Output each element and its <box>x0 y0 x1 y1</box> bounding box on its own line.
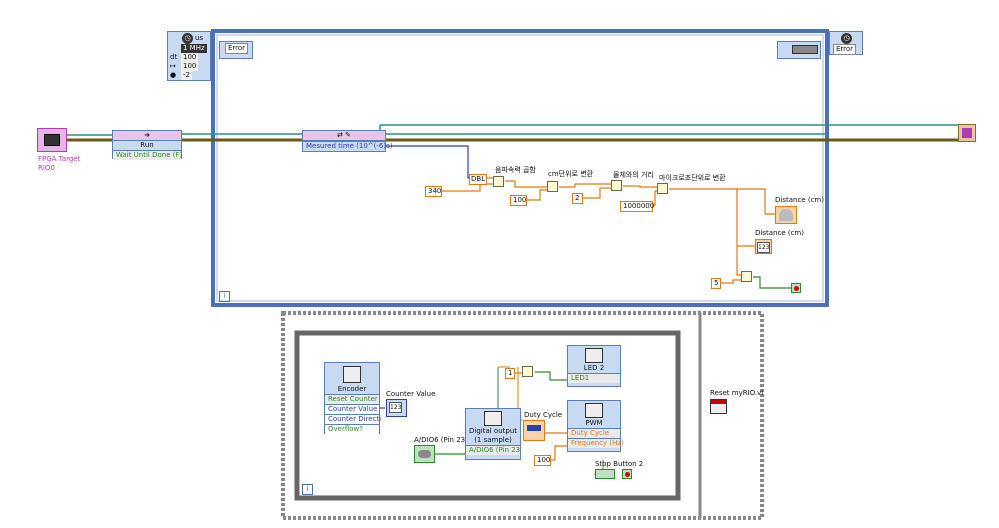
timed-loop-output[interactable]: ◷ Error <box>829 31 863 55</box>
speed-constant[interactable]: 340 <box>425 186 442 197</box>
run-arrow-icon: ➜ <box>113 131 181 141</box>
distance-gauge-label: Distance (cm) <box>775 196 824 204</box>
inner-iteration-terminal: i <box>302 484 313 495</box>
pin23-input[interactable]: A/DIO6 (Pin 23 <box>466 445 520 455</box>
inner-stop-terminal[interactable] <box>622 469 632 479</box>
period-unit: us <box>195 34 204 42</box>
less-than-comparator[interactable] <box>741 271 752 282</box>
distance-indicator-label: Distance (cm) <box>755 229 804 237</box>
stop-button-control[interactable] <box>595 469 615 479</box>
timing-source: 1 MHz <box>181 44 207 53</box>
priority-icon: ● <box>170 71 177 79</box>
encoder-express-vi[interactable]: Encoder Reset Counter Counter Value Coun… <box>324 362 381 434</box>
reset-counter-input[interactable]: Reset Counter <box>325 394 379 404</box>
dt-value: 100 <box>181 53 199 62</box>
led-express-vi[interactable]: LED 2 LED1 <box>567 345 621 387</box>
distance-numeric-indicator[interactable]: 123 <box>755 239 772 254</box>
stop-icon <box>625 472 630 477</box>
encoder-icon <box>325 363 379 385</box>
offset-value: 100 <box>181 62 199 71</box>
measured-time-output[interactable]: Mesured time (10^(-6)s) <box>303 141 393 151</box>
counter-value-label: Counter Value <box>386 390 436 398</box>
stop-icon <box>794 286 799 291</box>
one-constant[interactable]: 1 <box>505 368 515 379</box>
digital-output-icon <box>466 409 520 427</box>
led-icon <box>568 346 620 364</box>
cm-constant[interactable]: 100 <box>510 195 527 206</box>
error-out-label: Error <box>833 44 857 55</box>
duty-cycle-input[interactable]: Duty Cycle <box>568 428 620 438</box>
led-title: LED 2 <box>583 364 605 372</box>
gauge-icon <box>779 209 793 221</box>
clock-icon: ◷ <box>182 33 193 44</box>
cm-convert-label: cm단위로 변환 <box>548 170 594 178</box>
digital-output-title1: Digital output <box>468 427 517 435</box>
right-data-node[interactable] <box>777 41 821 59</box>
pwm-icon <box>568 401 620 419</box>
fpga-target-name: RIO0 <box>38 164 55 172</box>
myrio-icon <box>711 400 726 404</box>
encoder-title: Encoder <box>337 385 367 393</box>
boolean-icon <box>418 450 431 458</box>
dt-label: dt <box>170 53 178 61</box>
invoke-run-node[interactable]: ➜ Run Wait Until Done (F) <box>112 130 182 160</box>
multiply-sound-speed[interactable] <box>493 176 504 187</box>
duty-cycle-label: Duty Cycle <box>524 411 563 419</box>
read-write-icon: ⇄ ✎ <box>303 131 385 141</box>
run-title: Run <box>140 141 154 149</box>
frequency-constant[interactable]: 100 <box>534 455 551 466</box>
duty-cycle-control[interactable] <box>523 420 545 441</box>
distance-gauge-terminal[interactable] <box>775 206 797 224</box>
fpga-target-label: FPGA Target <box>38 155 81 163</box>
pin23-control[interactable] <box>414 445 435 463</box>
offset-icon: ↦ <box>170 62 176 70</box>
frequency-input[interactable]: Frequency (Hz) <box>568 438 624 448</box>
overflow-output[interactable]: Overflow? <box>325 424 379 434</box>
led1-input[interactable]: LED1 <box>568 373 620 383</box>
fpga-target-constant[interactable] <box>37 128 67 152</box>
dbl-conversion: DBL <box>469 174 488 185</box>
reset-myrio-subvi[interactable] <box>710 399 727 414</box>
object-distance-label: 물체와의 거리 <box>613 171 654 179</box>
iteration-terminal: i <box>219 291 230 302</box>
threshold-constant[interactable]: 5 <box>711 278 721 289</box>
priority-value: -2 <box>181 71 192 80</box>
micro-constant[interactable]: 1000000 <box>620 201 654 212</box>
pwm-express-vi[interactable]: PWM Duty Cycle Frequency (Hz) <box>567 400 624 452</box>
counter-value-indicator[interactable]: 123 <box>386 399 407 417</box>
slider-icon <box>527 425 541 431</box>
micro-convert-label: 마이크로초단위로 변환 <box>659 174 726 182</box>
divide-cm[interactable] <box>547 181 558 192</box>
stop-terminal[interactable] <box>791 283 801 293</box>
rio-icon <box>44 134 60 146</box>
digital-output-title2: (1 sample) <box>474 436 512 444</box>
counter-value-output[interactable]: Counter Value <box>325 404 379 414</box>
counter-direction-output[interactable]: Counter Directi <box>325 414 381 424</box>
wait-until-done-input[interactable]: Wait Until Done (F) <box>113 150 182 160</box>
pin23-label: A/DIO6 (Pin 23) <box>414 436 468 444</box>
divide-two[interactable] <box>611 180 622 191</box>
close-reference-node[interactable] <box>958 124 976 142</box>
clock-icon: ◷ <box>841 33 852 44</box>
stop-button-label: Stop Button 2 <box>595 460 644 468</box>
read-write-control-node[interactable]: ⇄ ✎ Mesured time (10^(-6)s) <box>302 130 393 152</box>
two-constant[interactable]: 2 <box>572 193 583 204</box>
reset-vi-label: Reset myRIO.vi <box>710 389 764 397</box>
digital-output-express-vi[interactable]: Digital output (1 sample) A/DIO6 (Pin 23 <box>465 408 521 460</box>
pwm-title: PWM <box>585 419 603 427</box>
timed-loop-config[interactable]: ◷ us 1 MHz dt 100 ↦ 100 ● -2 <box>167 31 211 81</box>
close-icon <box>962 128 972 138</box>
equal-comparator[interactable] <box>522 366 533 377</box>
error-input-terminal[interactable]: Error <box>219 41 253 59</box>
divide-micro[interactable] <box>657 183 668 194</box>
sound-speed-label: 음파속력 곱함 <box>495 166 536 174</box>
